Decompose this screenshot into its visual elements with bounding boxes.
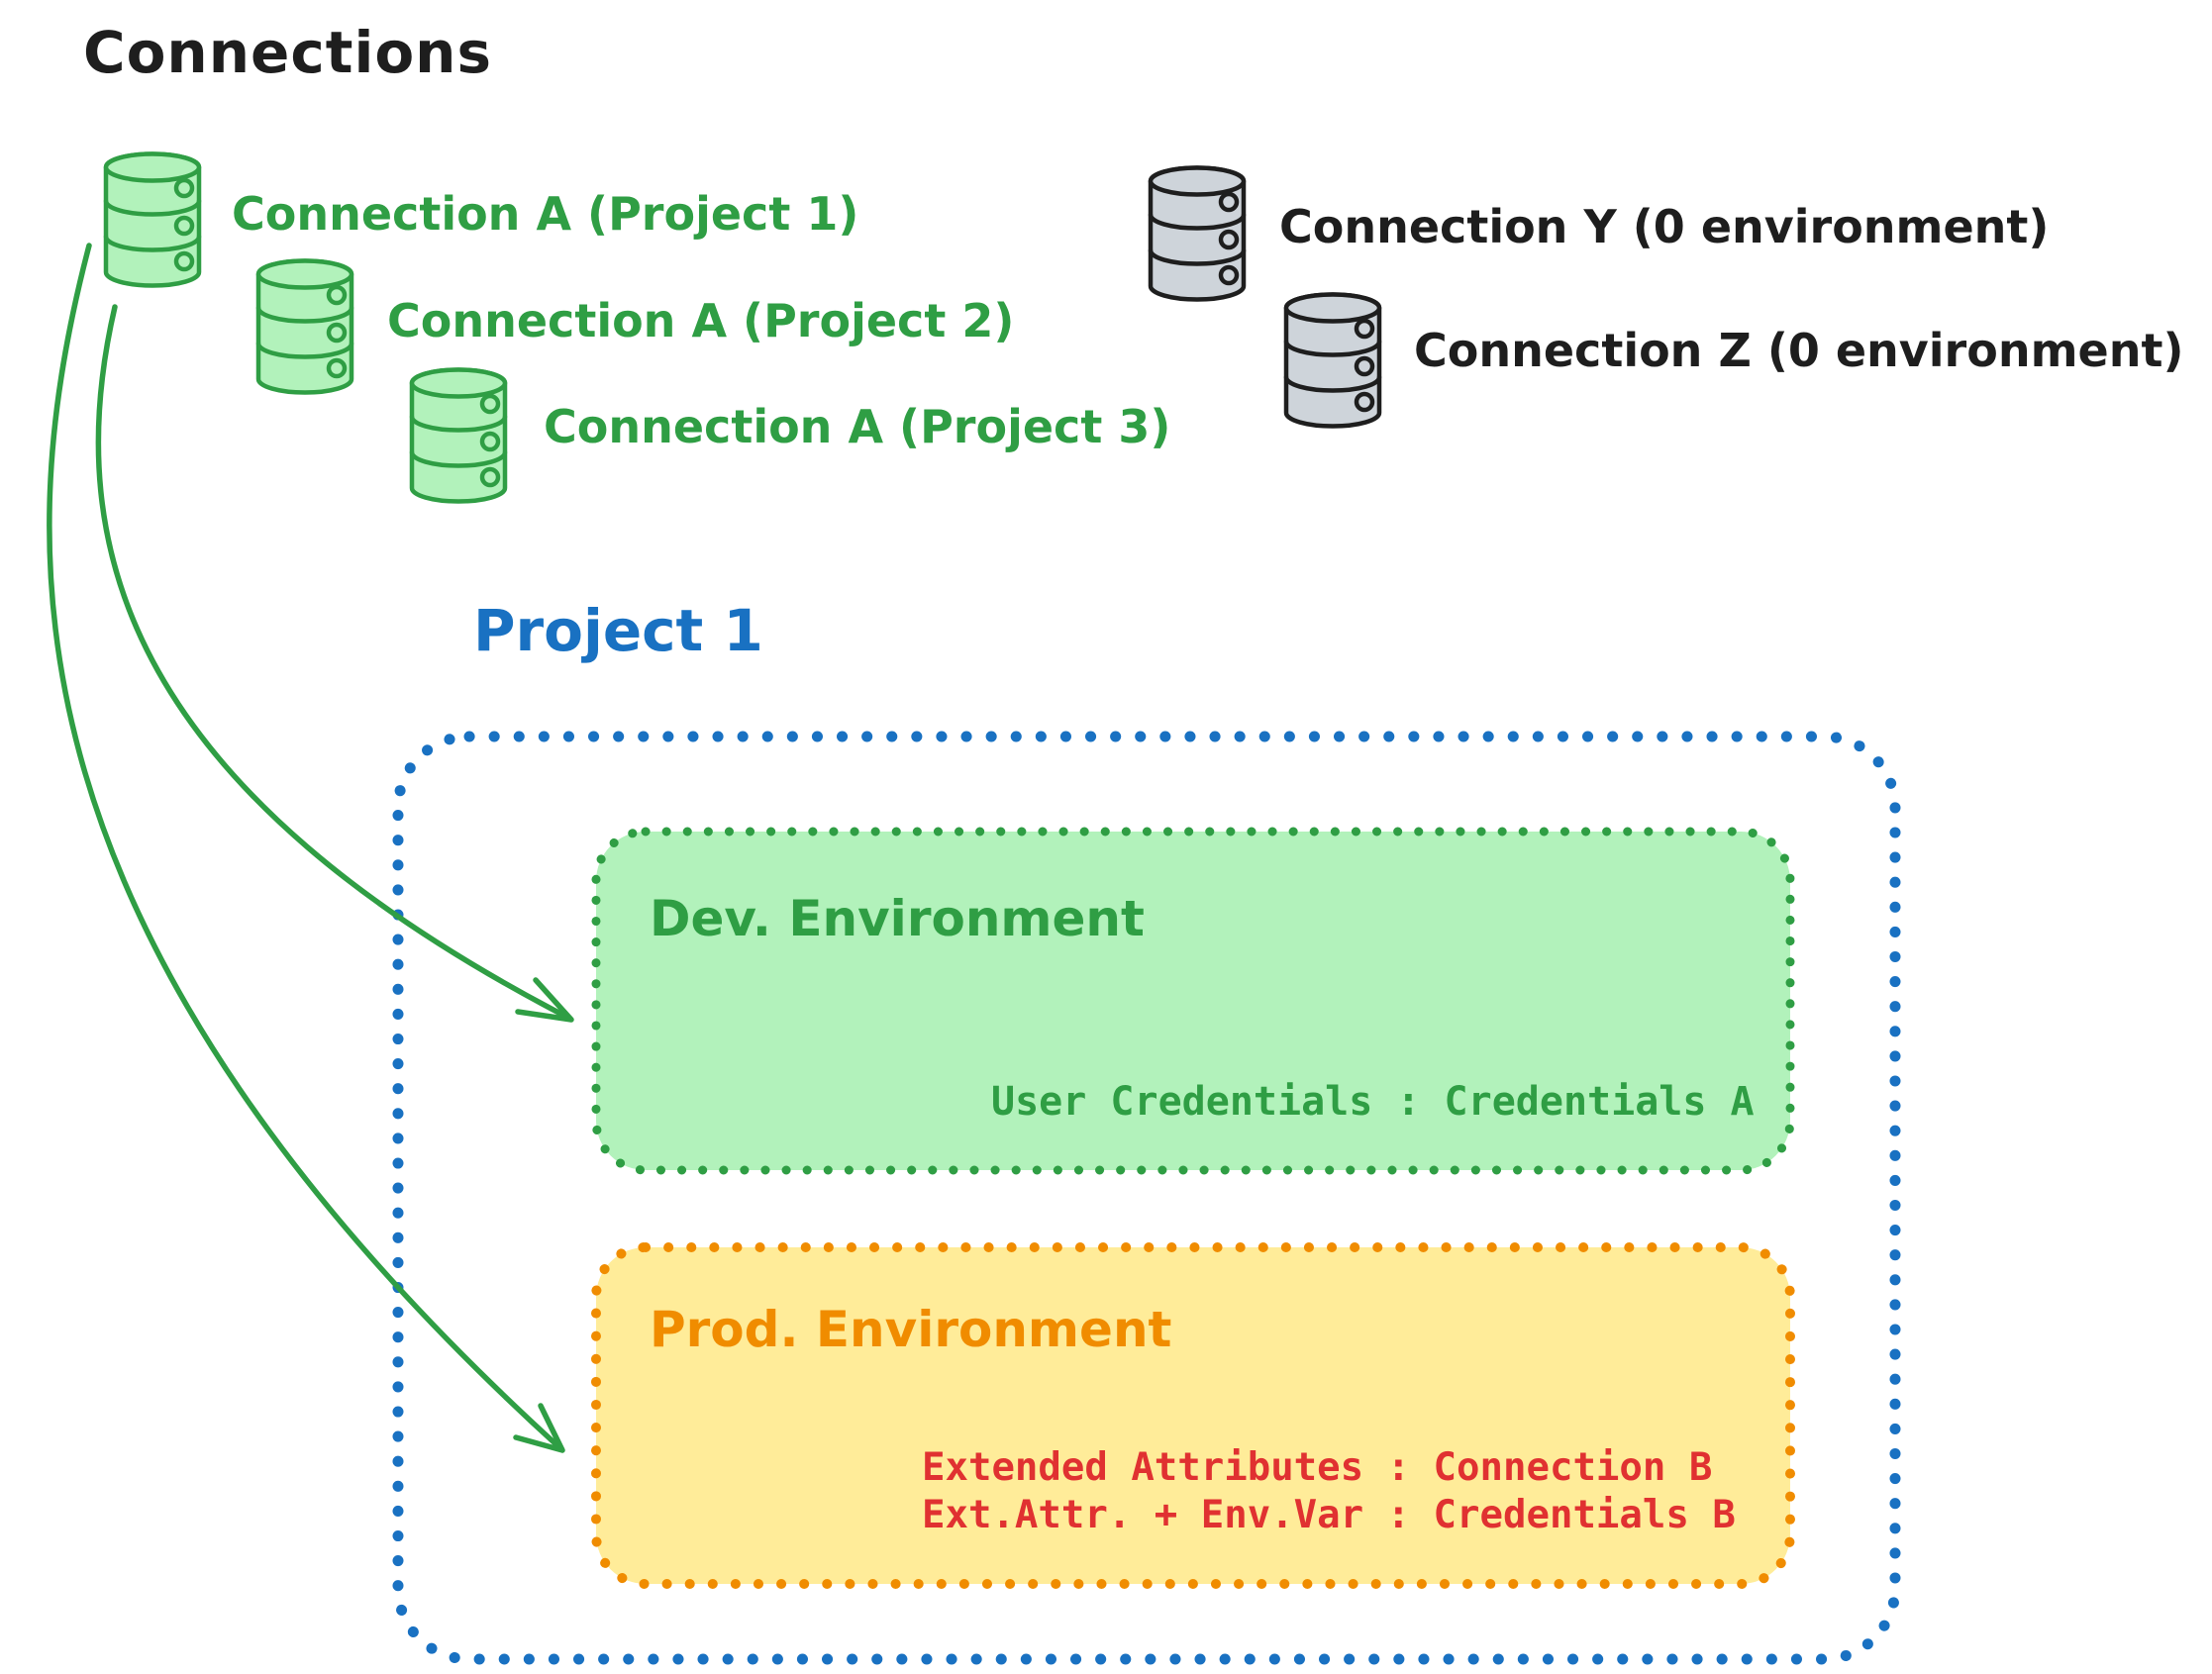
connection-a-project-3-label: Connection A (Project 3) — [544, 400, 1171, 453]
prod-ext-attr-env-var-text: Ext.Attr. + Env.Var : Credentials B — [922, 1493, 1736, 1537]
database-icon-connection-z — [1283, 292, 1382, 429]
dev-environment-box — [591, 827, 1795, 1175]
prod-environment-title: Prod. Environment — [650, 1301, 1172, 1358]
connections-title: Connections — [83, 19, 492, 86]
project-1-title: Project 1 — [473, 597, 763, 664]
arrow-to-prod-environment — [47, 243, 565, 1453]
dev-environment-title: Dev. Environment — [650, 890, 1145, 947]
connection-z-label: Connection Z (0 environment) — [1414, 324, 2184, 377]
database-icon-connection-a-project-1 — [103, 151, 202, 288]
arrow-to-dev-environment — [95, 304, 574, 1023]
connection-a-project-1-label: Connection A (Project 1) — [232, 187, 859, 241]
project-1-box — [392, 731, 1901, 1665]
database-icon-connection-a-project-3 — [409, 367, 508, 504]
prod-environment-box — [591, 1242, 1795, 1589]
connection-a-project-2-label: Connection A (Project 2) — [387, 294, 1015, 347]
prod-extended-attributes-text: Extended Attributes : Connection B — [922, 1445, 1713, 1490]
database-icon-connection-y — [1148, 165, 1247, 302]
database-icon-connection-a-project-2 — [255, 258, 354, 395]
connection-y-label: Connection Y (0 environment) — [1279, 200, 2050, 253]
dev-credentials-text: User Credentials : Credentials A — [991, 1079, 1755, 1125]
